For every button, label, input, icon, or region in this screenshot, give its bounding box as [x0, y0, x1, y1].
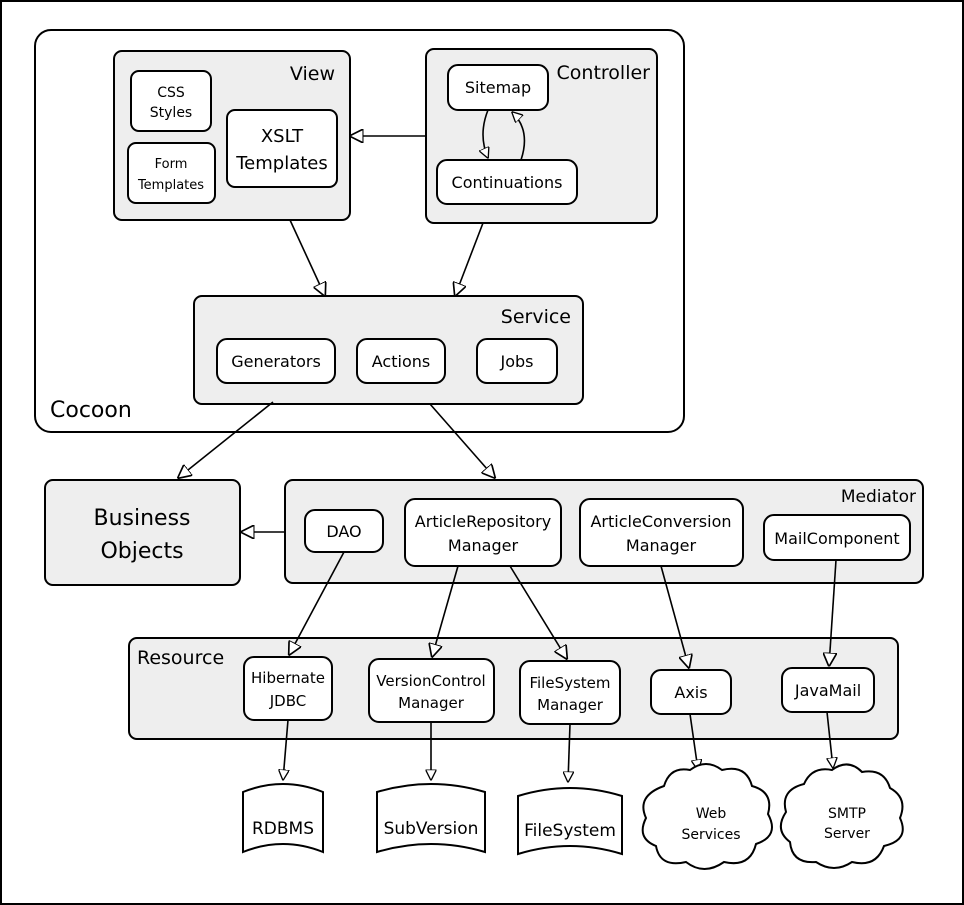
- filesystem-label: FileSystem: [524, 821, 616, 841]
- resource-group: Resource Hibernate JDBC VersionControl M…: [128, 637, 899, 740]
- javamail-label: JavaMail: [794, 681, 861, 700]
- cocoon-label: Cocoon: [50, 398, 132, 423]
- filesystem-manager-line1: FileSystem: [529, 674, 610, 692]
- mail-component-to-javamail-edge: [829, 559, 836, 666]
- xslt-templates-line1: XSLT: [261, 126, 304, 147]
- axis-box: Axis: [650, 669, 732, 715]
- controller-label: Controller: [557, 62, 651, 84]
- mail-component-label: MailComponent: [774, 529, 899, 548]
- smtp-server-cloud: SMTP Server: [779, 763, 904, 869]
- css-styles-box: CSS Styles: [130, 70, 212, 132]
- dao-to-hibernate-edge: [289, 551, 345, 655]
- view-group: View CSS Styles Form Templates XSLT Temp…: [113, 50, 351, 221]
- service-label: Service: [501, 306, 571, 328]
- article-conversion-manager-line1: ArticleConversion: [590, 512, 731, 531]
- actions-label: Actions: [372, 352, 430, 371]
- css-styles-line2: Styles: [150, 105, 192, 121]
- continuations-to-sitemap-edge: [512, 112, 526, 161]
- smtp-server-line2: Server: [824, 826, 870, 842]
- axis-label: Axis: [674, 683, 707, 702]
- xslt-templates-line2: Templates: [235, 153, 328, 174]
- mediator-label: Mediator: [841, 487, 916, 507]
- view-label: View: [290, 63, 335, 85]
- version-control-manager-line1: VersionControl: [376, 672, 485, 690]
- generators-label: Generators: [231, 352, 321, 371]
- form-templates-line1: Form: [155, 157, 188, 172]
- article-repo-to-filesystem-manager-edge: [509, 565, 567, 659]
- article-conversion-manager-box: ArticleConversion Manager: [579, 498, 744, 567]
- service-group: Service Generators Actions Jobs: [193, 295, 584, 405]
- dao-box: DAO: [304, 509, 384, 553]
- service-to-business-objects-edge: [178, 401, 274, 478]
- article-conversion-manager-line2: Manager: [626, 536, 697, 555]
- mail-component-box: MailComponent: [763, 514, 911, 561]
- filesystem-store: FileSystem: [517, 787, 623, 856]
- sitemap-to-continuations-edge: [483, 109, 488, 158]
- smtp-server-line1: SMTP: [828, 806, 866, 822]
- actions-box: Actions: [356, 338, 446, 384]
- mediator-group: Mediator DAO ArticleRepository Manager A…: [284, 479, 924, 584]
- form-templates-line2: Templates: [137, 178, 204, 193]
- article-conversion-to-axis-edge: [660, 565, 689, 668]
- view-to-service-edge: [289, 219, 325, 296]
- controller-group: Controller Sitemap Continuations: [425, 48, 658, 224]
- web-services-line2: Services: [681, 827, 740, 843]
- subversion-store: SubVersion: [376, 783, 486, 854]
- article-repository-manager-box: ArticleRepository Manager: [404, 498, 562, 567]
- jobs-box: Jobs: [476, 338, 558, 384]
- article-repo-to-version-control-edge: [432, 565, 459, 657]
- filesystem-manager-line2: Manager: [537, 696, 604, 714]
- controller-to-service-edge: [455, 222, 484, 296]
- subversion-label: SubVersion: [384, 819, 479, 839]
- version-control-manager-line2: Manager: [398, 694, 465, 712]
- business-objects-line2: Objects: [100, 539, 183, 564]
- dao-label: DAO: [326, 522, 361, 541]
- generators-box: Generators: [216, 338, 336, 384]
- rdbms-store: RDBMS: [242, 783, 324, 854]
- service-to-mediator-edge: [429, 403, 495, 478]
- form-templates-box: Form Templates: [127, 142, 216, 204]
- javamail-box: JavaMail: [781, 667, 875, 713]
- hibernate-jdbc-line1: Hibernate: [251, 669, 325, 687]
- business-objects-line1: Business: [93, 506, 190, 531]
- continuations-label: Continuations: [452, 173, 563, 192]
- filesystem-manager-box: FileSystem Manager: [519, 660, 621, 725]
- resource-label: Resource: [137, 647, 224, 669]
- sitemap-label: Sitemap: [465, 78, 531, 97]
- css-styles-line1: CSS: [157, 85, 185, 101]
- version-control-manager-box: VersionControl Manager: [368, 658, 495, 723]
- business-objects-box: Business Objects: [44, 479, 241, 586]
- hibernate-jdbc-line2: JDBC: [269, 692, 306, 710]
- hibernate-to-rdbms-edge: [283, 719, 288, 780]
- filesystem-manager-to-filesystem-edge: [568, 723, 570, 782]
- continuations-box: Continuations: [436, 159, 578, 205]
- rdbms-label: RDBMS: [252, 819, 314, 839]
- jobs-label: Jobs: [500, 352, 534, 371]
- xslt-templates-box: XSLT Templates: [226, 109, 338, 188]
- article-repository-manager-line1: ArticleRepository: [415, 512, 551, 531]
- web-services-cloud: Web Services: [641, 763, 773, 870]
- sitemap-box: Sitemap: [447, 64, 549, 111]
- axis-to-web-services-edge: [689, 713, 698, 770]
- web-services-line1: Web: [696, 806, 727, 822]
- article-repository-manager-line2: Manager: [448, 536, 519, 555]
- hibernate-jdbc-box: Hibernate JDBC: [243, 656, 333, 721]
- javamail-to-smtp-edge: [826, 711, 833, 768]
